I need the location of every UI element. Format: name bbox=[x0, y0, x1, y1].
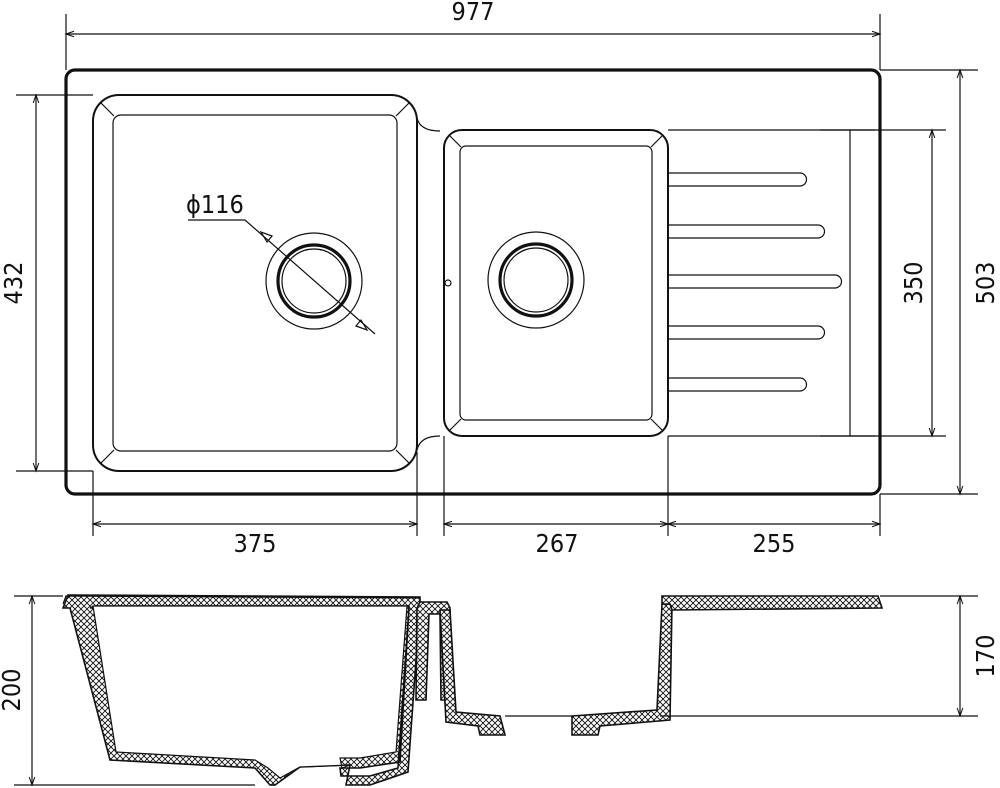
right-bowl-width-label: 267 bbox=[536, 529, 579, 558]
left-drain bbox=[265, 232, 363, 330]
sink-outline bbox=[64, 68, 882, 496]
section-dimension-lines: 200 170 bbox=[0, 594, 1000, 787]
left-bowl bbox=[92, 94, 418, 472]
total-width-label: 977 bbox=[452, 0, 495, 26]
drain-groove bbox=[668, 274, 843, 289]
drain-groove bbox=[668, 224, 826, 239]
right-bowl bbox=[443, 129, 669, 437]
top-view: ϕ116 bbox=[64, 68, 882, 496]
right-bowl-height-label: 170 bbox=[971, 635, 1000, 678]
drain-groove bbox=[668, 172, 808, 187]
diameter-label: ϕ116 bbox=[186, 190, 244, 219]
left-bowl-width-label: 375 bbox=[234, 529, 277, 558]
right-drain bbox=[487, 231, 585, 329]
drain-groove bbox=[668, 325, 826, 340]
drainboard bbox=[668, 129, 875, 437]
dimension-lines: 977 375 267 255 432 350 503 bbox=[0, 0, 1000, 558]
right-bowl-section bbox=[439, 609, 507, 736]
drainboard-width-label: 255 bbox=[753, 529, 796, 558]
outer-depth-label: 503 bbox=[971, 262, 1000, 305]
left-bowl-height-label: 200 bbox=[0, 669, 26, 712]
overflow-hole bbox=[444, 279, 452, 287]
drain-groove bbox=[668, 377, 808, 392]
left-bowl-depth-label: 432 bbox=[0, 262, 28, 305]
section-view bbox=[61, 594, 884, 786]
right-bowl-depth-label: 350 bbox=[899, 262, 928, 305]
diameter-leader: ϕ116 bbox=[186, 190, 376, 335]
drainboard-section bbox=[661, 595, 884, 611]
